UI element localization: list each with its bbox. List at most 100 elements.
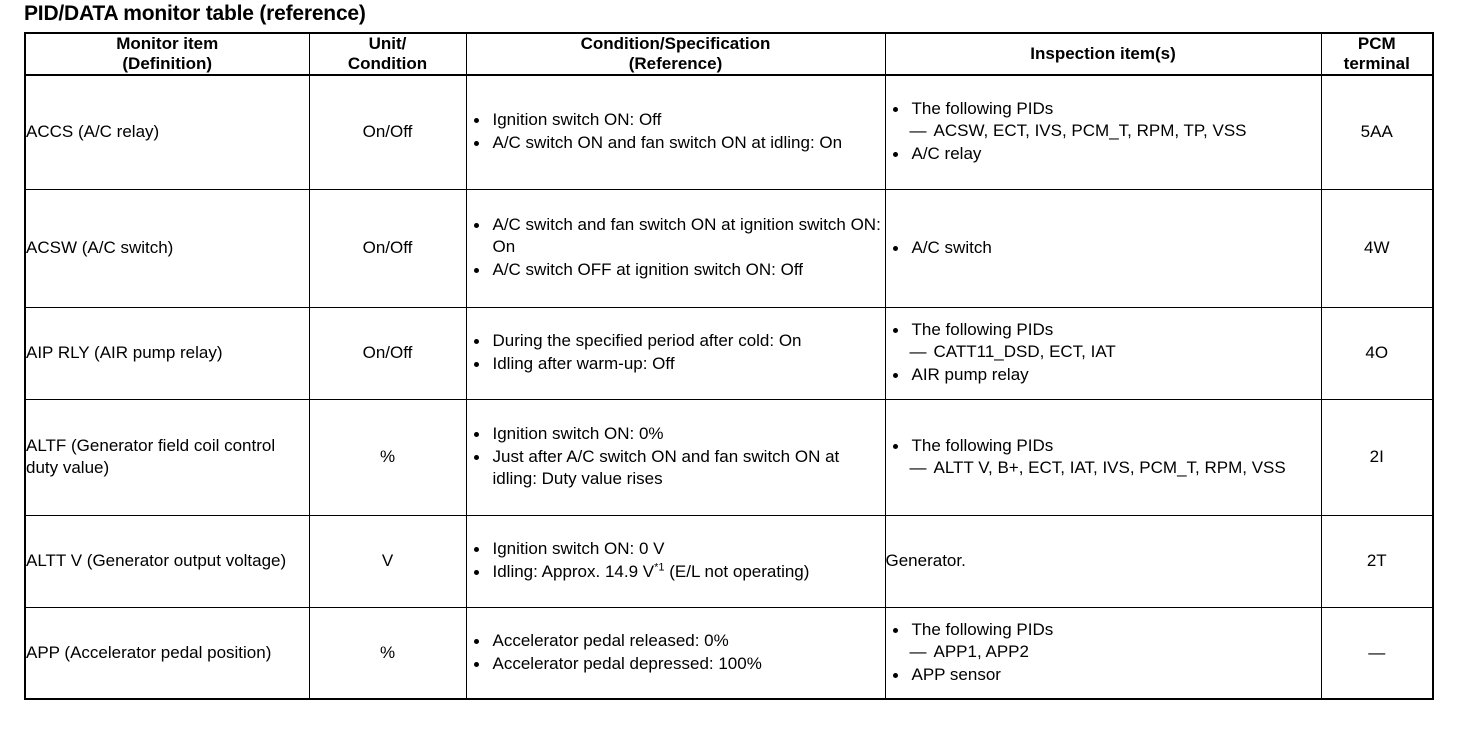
inspection-item-label: The following PIDs — [911, 619, 1054, 639]
cell-condition-specification: Accelerator pedal released: 0%Accelerato… — [465, 606, 886, 700]
table-row: APP (Accelerator pedal position)%Acceler… — [24, 606, 1434, 700]
condition-list: During the specified period after cold: … — [467, 330, 885, 375]
inspection-item-label: The following PIDs — [911, 320, 1054, 340]
cell-monitor-item: ACCS (A/C relay) — [24, 74, 310, 190]
header-line-1: Monitor item — [116, 34, 219, 53]
condition-list-item: Just after A/C switch ON and fan switch … — [467, 446, 885, 490]
cell-condition-specification: During the specified period after cold: … — [465, 306, 886, 400]
page-title: PID/DATA monitor table (reference) — [24, 2, 366, 25]
cell-unit-condition: On/Off — [308, 74, 467, 190]
header-line-2: terminal — [1343, 54, 1410, 74]
column-header-pcm-terminal: PCM terminal — [1320, 32, 1434, 77]
footnote-reference: *1 — [654, 561, 665, 574]
condition-list: Accelerator pedal released: 0%Accelerato… — [467, 630, 885, 675]
cell-unit-condition: V — [308, 514, 467, 608]
inspection-item-pid-list: CATT11_DSD, ECT, IAT — [910, 341, 1321, 363]
cell-pcm-terminal: 2T — [1320, 514, 1434, 608]
condition-text-tail: (E/L not operating) — [664, 562, 810, 582]
condition-list-item: Ignition switch ON: 0 V — [467, 538, 885, 560]
header-line-2: (Reference) — [628, 54, 723, 74]
header-line-1: Inspection item(s) — [1030, 44, 1176, 64]
cell-pcm-terminal: 2I — [1320, 398, 1434, 516]
inspection-list: The following PIDsALTT V, B+, ECT, IAT, … — [886, 435, 1321, 479]
inspection-list-item: APP sensor — [886, 664, 1321, 686]
inspection-list: A/C switch — [886, 237, 1321, 259]
inspection-list-item: AIR pump relay — [886, 364, 1321, 386]
header-line-1: PCM — [1357, 34, 1396, 53]
cell-unit-condition: % — [308, 398, 467, 516]
cell-monitor-item: APP (Accelerator pedal position) — [24, 606, 310, 700]
inspection-list-item: The following PIDsACSW, ECT, IVS, PCM_T,… — [886, 98, 1321, 142]
column-header-monitor-item: Monitor item (Definition) — [24, 32, 310, 77]
header-line-1: Unit/ — [368, 34, 407, 53]
inspection-list-item: The following PIDsALTT V, B+, ECT, IAT, … — [886, 435, 1321, 479]
header-line-2: Condition — [347, 54, 428, 74]
condition-list-item: Accelerator pedal depressed: 100% — [467, 653, 885, 675]
column-header-condition-specification: Condition/Specification (Reference) — [465, 32, 886, 77]
condition-list-item: Ignition switch ON: 0% — [467, 423, 885, 445]
inspection-list-item: A/C switch — [886, 237, 1321, 259]
cell-inspection-items: The following PIDsCATT11_DSD, ECT, IATAI… — [884, 306, 1322, 400]
header-row: Monitor item (Definition) Unit/ Conditio… — [24, 32, 1434, 77]
inspection-item-label: The following PIDs — [911, 99, 1054, 119]
header-line-1: Condition/Specification — [580, 34, 771, 53]
header-line-2: (Definition) — [122, 54, 213, 74]
inspection-list: The following PIDsACSW, ECT, IVS, PCM_T,… — [886, 98, 1321, 165]
column-header-inspection-items: Inspection item(s) — [884, 32, 1322, 77]
pid-data-monitor-table: Monitor item (Definition) Unit/ Conditio… — [24, 32, 1434, 701]
condition-list-item: Idling after warm-up: Off — [467, 353, 885, 375]
table-header: Monitor item (Definition) Unit/ Conditio… — [24, 32, 1434, 77]
inspection-item-pid-list: ACSW, ECT, IVS, PCM_T, RPM, TP, VSS — [910, 120, 1321, 142]
column-header-unit-condition: Unit/ Condition — [308, 32, 467, 77]
condition-list-item: A/C switch ON and fan switch ON at idlin… — [467, 132, 885, 154]
condition-list-item: A/C switch OFF at ignition switch ON: Of… — [467, 259, 885, 281]
cell-condition-specification: A/C switch and fan switch ON at ignition… — [465, 188, 886, 308]
cell-inspection-items: The following PIDsACSW, ECT, IVS, PCM_T,… — [884, 74, 1322, 190]
cell-unit-condition: On/Off — [308, 306, 467, 400]
inspection-list-item: The following PIDsAPP1, APP2 — [886, 619, 1321, 663]
cell-pcm-terminal: — — [1320, 606, 1434, 700]
inspection-list-item: A/C relay — [886, 143, 1321, 165]
cell-monitor-item: AIP RLY (AIR pump relay) — [24, 306, 310, 400]
cell-pcm-terminal: 5AA — [1320, 74, 1434, 190]
condition-list: Ignition switch ON: 0%Just after A/C swi… — [467, 423, 885, 490]
inspection-item-label: APP sensor — [911, 664, 1001, 684]
inspection-item-label: A/C switch — [911, 237, 992, 257]
cell-inspection-items: Generator. — [884, 514, 1322, 608]
inspection-item-label: AIR pump relay — [911, 365, 1029, 385]
condition-list-item: Ignition switch ON: Off — [467, 109, 885, 131]
cell-monitor-item: ALTT V (Generator output voltage) — [24, 514, 310, 608]
cell-pcm-terminal: 4O — [1320, 306, 1434, 400]
table-row: ALTF (Generator field coil control duty … — [24, 398, 1434, 516]
cell-unit-condition: % — [308, 606, 467, 700]
cell-inspection-items: A/C switch — [884, 188, 1322, 308]
condition-list-item: During the specified period after cold: … — [467, 330, 885, 352]
inspection-list-item: The following PIDsCATT11_DSD, ECT, IAT — [886, 319, 1321, 363]
inspection-item-label: A/C relay — [911, 144, 982, 164]
condition-text: Idling: Approx. 14.9 V — [492, 562, 655, 582]
condition-list-item: A/C switch and fan switch ON at ignition… — [467, 214, 885, 258]
inspection-item-label: The following PIDs — [911, 435, 1054, 455]
inspection-item-pid-list: ALTT V, B+, ECT, IAT, IVS, PCM_T, RPM, V… — [910, 457, 1321, 479]
condition-list: A/C switch and fan switch ON at ignition… — [467, 214, 885, 281]
inspection-list: The following PIDsCATT11_DSD, ECT, IATAI… — [886, 319, 1321, 386]
condition-list-item: Accelerator pedal released: 0% — [467, 630, 885, 652]
condition-list-item: Idling: Approx. 14.9 V*1 (E/L not operat… — [467, 561, 885, 583]
cell-monitor-item: ACSW (A/C switch) — [24, 188, 310, 308]
cell-monitor-item: ALTF (Generator field coil control duty … — [24, 398, 310, 516]
inspection-item-pid-list: APP1, APP2 — [910, 641, 1321, 663]
cell-condition-specification: Ignition switch ON: 0%Just after A/C swi… — [465, 398, 886, 516]
cell-pcm-terminal: 4W — [1320, 188, 1434, 308]
